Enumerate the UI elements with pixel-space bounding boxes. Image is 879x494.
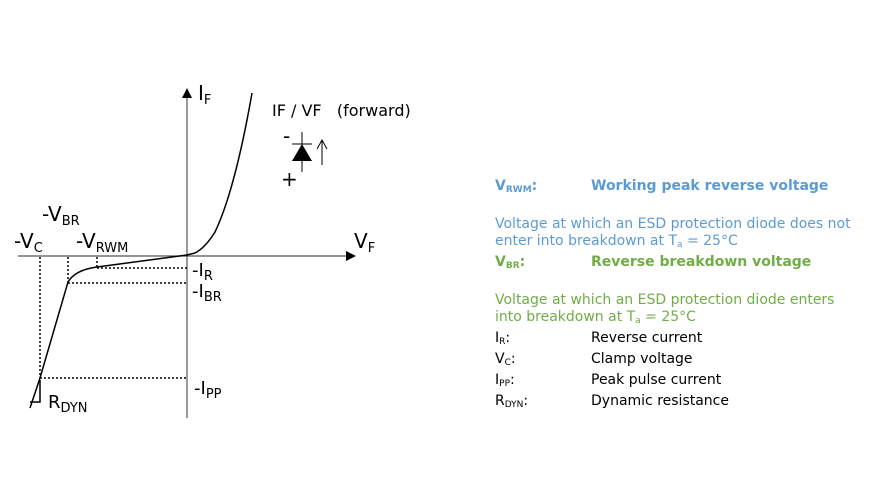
legend-vbr-title: Reverse breakdown voltage: [591, 254, 812, 270]
legend-vrwm-header: VRWM: Working peak reverse voltage: [495, 178, 875, 199]
legend-item-ipp: IPP: Peak pulse current: [495, 372, 722, 389]
legend-item-vc: VC: Clamp voltage: [495, 351, 693, 368]
rdyn-triangle-icon: [30, 380, 41, 403]
legend-item-rdyn: RDYN: Dynamic resistance: [495, 393, 729, 410]
vbr-label: -VBR: [42, 202, 80, 229]
ibr-label: -IBR: [192, 281, 222, 305]
diode-icon: [292, 132, 328, 172]
y-axis-arrow-icon: [182, 88, 192, 98]
reverse-curve: [29, 254, 188, 409]
legend-vbr-symbol: VBR:: [495, 254, 526, 271]
forward-curve: [186, 92, 253, 256]
legend-vbr-desc: Voltage at which an ESD protection diode…: [495, 292, 835, 326]
x-axis-label: VF: [354, 229, 375, 256]
forward-label: IF / VF (forward): [272, 101, 411, 120]
ir-label: -IR: [192, 260, 213, 284]
diode-minus-label: -: [283, 124, 290, 148]
legend-vrwm-symbol: VRWM:: [495, 178, 538, 195]
legend-vrwm-desc: Voltage at which an ESD protection diode…: [495, 216, 851, 250]
iv-characteristic-diagram: IF VF IF / VF (forward) - + -VBR -VC -VR…: [14, 81, 411, 418]
vrwm-label: -VRWM: [76, 229, 128, 256]
legend: VRWM: Working peak reverse voltage Volta…: [495, 178, 875, 414]
diode-plus-label: +: [281, 167, 298, 191]
rdyn-label: RDYN: [48, 392, 87, 416]
vc-label: -VC: [14, 229, 43, 256]
x-axis-arrow-icon: [346, 251, 356, 261]
y-axis-label: IF: [198, 81, 211, 108]
ipp-label: -IPP: [194, 378, 222, 402]
legend-vbr-header: VBR: Reverse breakdown voltage: [495, 254, 875, 275]
legend-vrwm-title: Working peak reverse voltage: [591, 178, 829, 194]
legend-item-ir: IR: Reverse current: [495, 330, 703, 347]
